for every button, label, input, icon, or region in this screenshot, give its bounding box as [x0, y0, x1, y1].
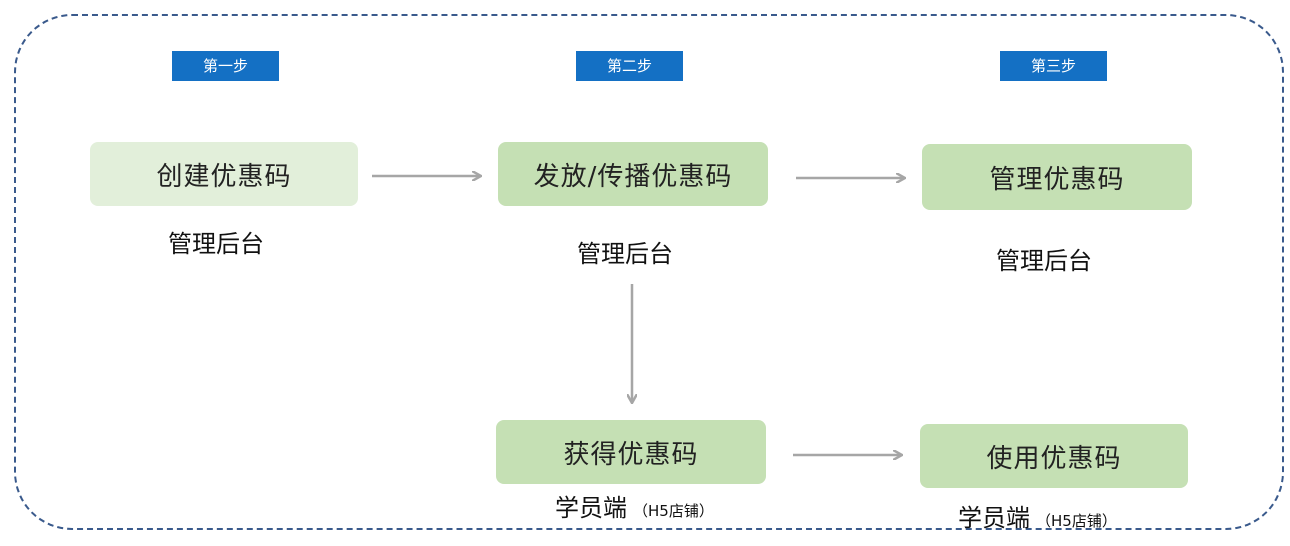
label-student-1: 学员端 （H5店铺） — [555, 488, 714, 523]
label-admin-3: 管理后台 — [996, 247, 1092, 275]
label-student-2-note: （H5店铺） — [1036, 512, 1117, 530]
label-student-1-main: 学员端 — [555, 494, 627, 522]
dashed-frame — [14, 14, 1284, 530]
step-3-tag: 第三步 — [1000, 51, 1107, 81]
node-distribute-coupon: 发放/传播优惠码 — [498, 142, 768, 206]
label-admin-2: 管理后台 — [577, 240, 673, 268]
node-obtain-coupon: 获得优惠码 — [496, 420, 766, 484]
label-student-2-main: 学员端 — [958, 504, 1030, 532]
node-create-coupon: 创建优惠码 — [90, 142, 358, 206]
node-use-coupon: 使用优惠码 — [920, 424, 1188, 488]
node-manage-coupon: 管理优惠码 — [922, 144, 1192, 210]
label-student-2: 学员端 （H5店铺） — [958, 498, 1117, 533]
step-2-tag: 第二步 — [576, 51, 683, 81]
label-admin-1: 管理后台 — [168, 230, 264, 258]
label-student-1-note: （H5店铺） — [633, 502, 714, 520]
step-1-tag: 第一步 — [172, 51, 279, 81]
